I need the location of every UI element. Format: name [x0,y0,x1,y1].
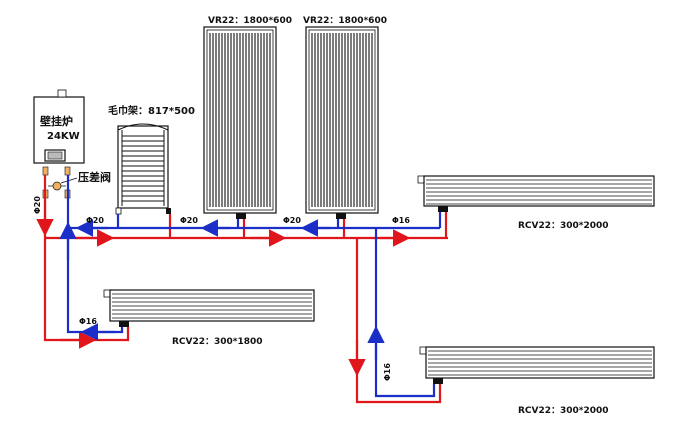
radiator-rcv-bottom: RCV22：300*2000 [419,346,655,416]
radiator-rcv-right-label: RCV22：300*2000 [518,221,609,231]
pipe-size-seg4: Φ16 [392,216,410,225]
pipe-size-labels: Φ20 Φ20 Φ20 Φ20 Φ16 Φ16 Φ16 [33,196,410,381]
radiator-vr-left-label: VR22：1800*600 [208,16,292,26]
pipe-size-main-vertical: Φ20 [33,196,42,214]
radiator-rcv-bottom-label: RCV22：300*2000 [518,406,609,416]
pipe-size-left-bottom: Φ16 [79,317,97,326]
radiator-vr-left: VR22：1800*600 [203,16,292,219]
pipe-size-seg2: Φ20 [180,216,198,225]
towel-rack-label: 毛巾架：817*500 [108,104,195,117]
radiator-vr-right: VR22：1800*600 [303,16,387,219]
pipe-size-seg1: Φ20 [86,216,104,225]
towel-rack: 毛巾架：817*500 [108,104,195,215]
radiator-vr-right-label: VR22：1800*600 [303,16,387,26]
pipe-size-seg3: Φ20 [283,216,301,225]
radiator-rcv-left-bottom: RCV22：300*1800 [103,289,315,347]
boiler-name: 壁挂炉 [40,114,73,128]
radiator-rcv-left-bottom-label: RCV22：300*1800 [172,337,263,347]
pressure-valve: 压差阀 [48,170,111,191]
pipe-size-bottom-branch: Φ16 [383,363,392,381]
radiator-rcv-right: RCV22：300*2000 [417,175,655,231]
boiler-unit: 壁挂炉 24KW [33,89,85,199]
return-pipes [59,175,442,398]
boiler-power: 24KW [47,131,80,142]
valve-label: 压差阀 [78,170,111,184]
